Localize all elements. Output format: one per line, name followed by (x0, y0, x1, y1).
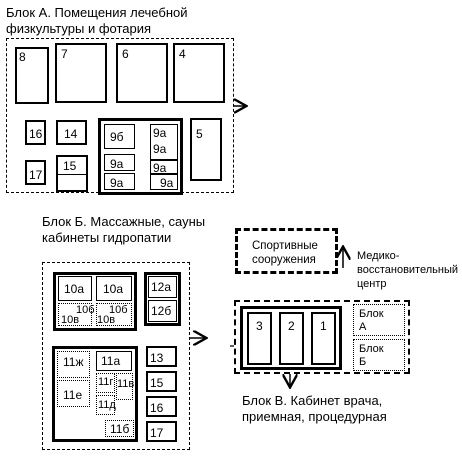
room-9a-6: 9а (150, 174, 178, 190)
sport-line1: Спортивные (252, 240, 318, 252)
center-line3: центр (357, 278, 387, 290)
room-1: 1 (311, 312, 336, 365)
room-11e-label: 11е (63, 388, 83, 402)
room-17b: 17 (146, 421, 177, 442)
room-11v: 11в (116, 373, 135, 400)
room-11zh-label: 11ж (63, 355, 84, 369)
room-6-label: 6 (122, 47, 129, 61)
room-12b-label: 12б (151, 304, 172, 318)
room-12b: 12б (148, 300, 177, 322)
room-11e: 11е (57, 380, 90, 407)
blok-b-box: Блок Б (353, 339, 405, 371)
room-15b-label: 15 (150, 376, 164, 390)
room-12a: 12а (148, 276, 177, 298)
room-7: 7 (55, 43, 107, 103)
room-9b: 9б (104, 124, 135, 149)
room-16b-label: 16 (150, 401, 164, 415)
room-11d: 11д (96, 395, 116, 415)
blok-a-box: Блок А (353, 304, 405, 336)
room-15b: 15 (146, 371, 177, 392)
room-11g-label: 11г (98, 376, 114, 388)
room-11a-label: 11а (101, 354, 121, 368)
room-13-label: 13 (150, 351, 164, 365)
block-v-caption-line2: приемная, процедурная (242, 409, 387, 424)
room-10v-2-label: 10в (97, 314, 116, 326)
block-b-title-line2: кабинеты гидропатии (42, 230, 172, 245)
room-9b-label: 9б (110, 130, 124, 144)
room-10a-1: 10а (58, 276, 92, 301)
sport-facilities-box: Спортивные сооружения (235, 228, 338, 274)
room-2: 2 (279, 312, 304, 365)
room-14-label: 14 (64, 127, 78, 141)
room-10a-2: 10а (96, 276, 132, 301)
room-6: 6 (116, 43, 168, 103)
room-17: 17 (25, 160, 46, 185)
room-4-label: 4 (179, 47, 186, 61)
room-11v-label: 11в (117, 378, 135, 390)
room-11b: 11б (105, 420, 134, 437)
room-3: 3 (247, 312, 272, 365)
room-10-lower-left: 10б 10в (58, 303, 95, 326)
room-7-label: 7 (61, 47, 68, 61)
room-9a-1: 9а 9а (150, 124, 178, 160)
room-4: 4 (173, 43, 225, 103)
room-16b: 16 (146, 396, 177, 417)
room-17b-label: 17 (150, 426, 164, 440)
blok-b-line1: Блок (359, 343, 384, 355)
room-9a-1-label: 9а (153, 126, 167, 140)
room-8: 8 (15, 47, 49, 104)
blok-b-line2: Б (359, 356, 367, 368)
block-a-title-line2: физкультуры и фотария (6, 21, 152, 36)
room-11a: 11а (96, 351, 132, 371)
room-9a-3: 9а (104, 154, 135, 171)
sport-line2: сооружения (252, 254, 316, 266)
room-11g: 11г (96, 373, 115, 393)
blok-a-line1: Блок (359, 308, 384, 320)
room-16: 16 (25, 120, 46, 145)
room-10b-2-label: 10б (109, 304, 128, 316)
room-11zh: 11ж (57, 351, 90, 378)
room-14: 14 (56, 120, 87, 145)
room-12a-label: 12а (151, 280, 172, 294)
block-v-caption-line1: Блок В. Кабинет врача, (242, 393, 383, 408)
blok-a-line2: А (359, 321, 367, 333)
room-10a-1-label: 10а (64, 282, 85, 296)
room-9a-3-label: 9а (110, 157, 124, 171)
room-15-label: 15 (63, 159, 77, 173)
room-17-label: 17 (29, 168, 43, 182)
room-9a-4-label: 9а (153, 161, 167, 175)
room-8-label: 8 (19, 50, 26, 64)
room-13: 13 (146, 346, 177, 367)
room-10v-1-label: 10в (61, 314, 80, 326)
room-9a-6-label: 9а (160, 176, 174, 190)
room-5: 5 (190, 118, 222, 181)
room-1-label: 1 (320, 319, 327, 333)
room-9a-4: 9а (150, 160, 178, 174)
room-10-lower-right: 10б 10в (96, 303, 132, 326)
block-a-title-line1: Блок А. Помещения лечебной (6, 5, 188, 20)
room-11d-label: 11д (98, 399, 116, 411)
room-5-label: 5 (196, 127, 203, 141)
center-line1: Медико- (357, 250, 400, 262)
center-line2: восстановительный (357, 264, 458, 276)
room-9a-5-label: 9а (110, 176, 124, 190)
room-15: 15 (56, 155, 88, 192)
room-10a-2-label: 10а (103, 282, 124, 296)
room-16-label: 16 (29, 127, 43, 141)
room-11b-label: 11б (110, 422, 130, 436)
block-b-title-line1: Блок Б. Массажные, сауны (42, 214, 206, 229)
room-9a-2-label: 9а (153, 142, 167, 156)
room-2-label: 2 (288, 319, 295, 333)
room-3-label: 3 (256, 319, 263, 333)
room-10b-1-label: 10б (76, 304, 95, 316)
room-9a-5: 9а (104, 173, 135, 190)
